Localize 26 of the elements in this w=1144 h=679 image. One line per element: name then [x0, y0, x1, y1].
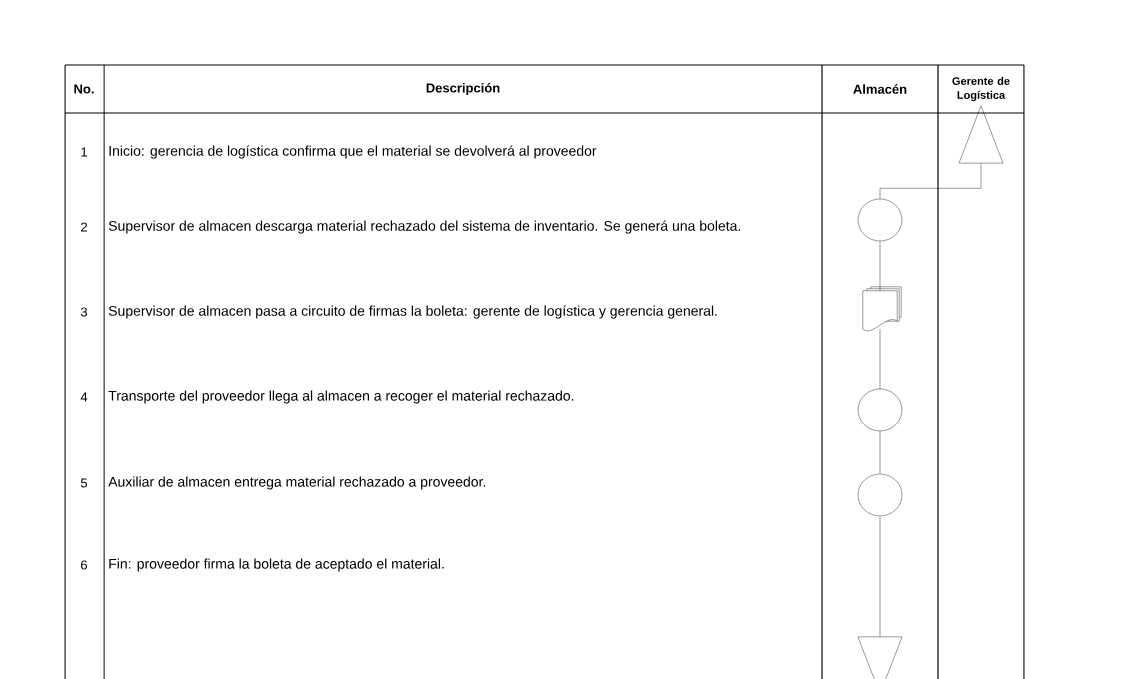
row-number: 4	[80, 392, 88, 402]
header-cell: Descripción	[426, 82, 500, 96]
description-text: Supervisor de almacen pasa a circuito de firmas la boleta: gerente de logística y gerencia general.	[108, 305, 717, 319]
triangle-symbol	[958, 105, 1004, 164]
row-number: 3	[80, 307, 88, 317]
circle-symbol	[857, 388, 903, 432]
connector-line	[879, 163, 982, 199]
row-number: 1	[81, 147, 87, 157]
connector-line	[879, 241, 881, 291]
row-number: 6	[81, 560, 88, 570]
header-cell: Almacén	[853, 84, 907, 94]
description-text: Inicio: gerencia de logística confirma que el material se devolverá al proveedor	[109, 145, 597, 159]
row-number: 2	[81, 222, 87, 232]
header-cell: No.	[74, 84, 94, 94]
description-text: Supervisor de almacen descarga material rechazado del sistema de inventario. Se generá una boleta.	[108, 220, 741, 234]
triangle-symbol	[857, 636, 903, 679]
description-text: Transporte del proveedor llega al almacen a recoger el material rechazado.	[108, 390, 574, 404]
row-number: 5	[80, 478, 88, 488]
connector-line	[879, 431, 881, 474]
circle-symbol	[857, 198, 903, 242]
connector-line	[879, 516, 881, 637]
circle-symbol	[857, 473, 903, 517]
description-text: Fin: proveedor firma la boleta de aceptado el material.	[109, 558, 444, 572]
description-text: Auxiliar de almacen entrega material rechazado a proveedor.	[108, 476, 486, 490]
connector-line	[879, 329, 881, 389]
document-symbol	[862, 286, 902, 332]
